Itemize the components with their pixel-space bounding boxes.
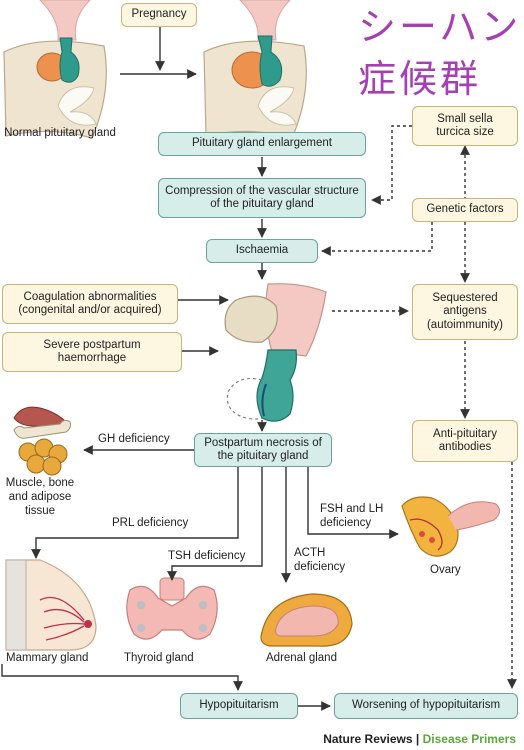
adrenal-gland-label: Adrenal gland: [266, 652, 337, 664]
fsh-lh-deficiency-label: FSH and LH deficiency: [320, 503, 384, 529]
normal-pituitary-label: Normal pituitary gland: [4, 127, 116, 139]
mammary-gland-illustration: [5, 559, 97, 651]
gh-deficiency-label: GH deficiency: [98, 433, 170, 445]
ovary-illustration: [401, 496, 500, 557]
journal-credit: Nature Reviews | Disease Primers: [323, 732, 516, 746]
genetic-factors-box: Genetic factors: [412, 198, 518, 222]
coagulation-box: Coagulation abnormalities (congenital an…: [2, 284, 178, 324]
overlay-title-line-1: シーハン: [358, 5, 522, 49]
necrosis-box: Postpartum necrosis of the pituitary gla…: [194, 433, 332, 467]
sequestered-antigens-box: Sequestered antigens (autoimmunity): [412, 284, 518, 340]
compression-box: Compression of the vascular structure of…: [158, 178, 366, 218]
hypopituitarism-box: Hypopituitarism: [180, 693, 298, 719]
small-sella-box: Small sella turcica size: [412, 106, 518, 146]
journal-section: Disease Primers: [422, 732, 516, 746]
acth-deficiency-label: ACTH deficiency: [294, 547, 346, 573]
necrotic-pituitary-illustration: [224, 283, 327, 422]
dashed-arrows: [321, 125, 517, 689]
worsening-box: Worsening of hypopituitarism: [334, 693, 518, 719]
journal-name: Nature Reviews: [323, 732, 413, 746]
overlay-title-line-2: 症候群: [358, 57, 482, 101]
thyroid-gland-label: Thyroid gland: [124, 652, 194, 664]
normal-pituitary-illustration: [3, 0, 107, 139]
adrenal-gland-illustration: [260, 593, 353, 647]
prl-deficiency-label: PRL deficiency: [112, 517, 189, 529]
mammary-gland-label: Mammary gland: [6, 652, 89, 664]
pregnancy-box: Pregnancy: [121, 3, 197, 27]
thyroid-gland-illustration: [126, 577, 218, 640]
ovary-label: Ovary: [430, 564, 461, 576]
enlarged-pituitary-illustration: [203, 0, 307, 139]
ischaemia-box: Ischaemia: [206, 239, 318, 263]
muscle-bone-adipose-label: Muscle, bone and adipose tissue: [5, 477, 75, 517]
anti-pituitary-box: Anti-pituitary antibodies: [412, 420, 518, 462]
haemorrhage-box: Severe postpartum haemorrhage: [2, 332, 182, 372]
credit-separator: |: [412, 732, 423, 746]
tsh-deficiency-label: TSH deficiency: [168, 550, 246, 562]
enlargement-box: Pituitary gland enlargement: [158, 132, 366, 156]
solid-arrows: [1, 27, 399, 711]
muscle-bone-adipose-illustration: [13, 406, 71, 476]
